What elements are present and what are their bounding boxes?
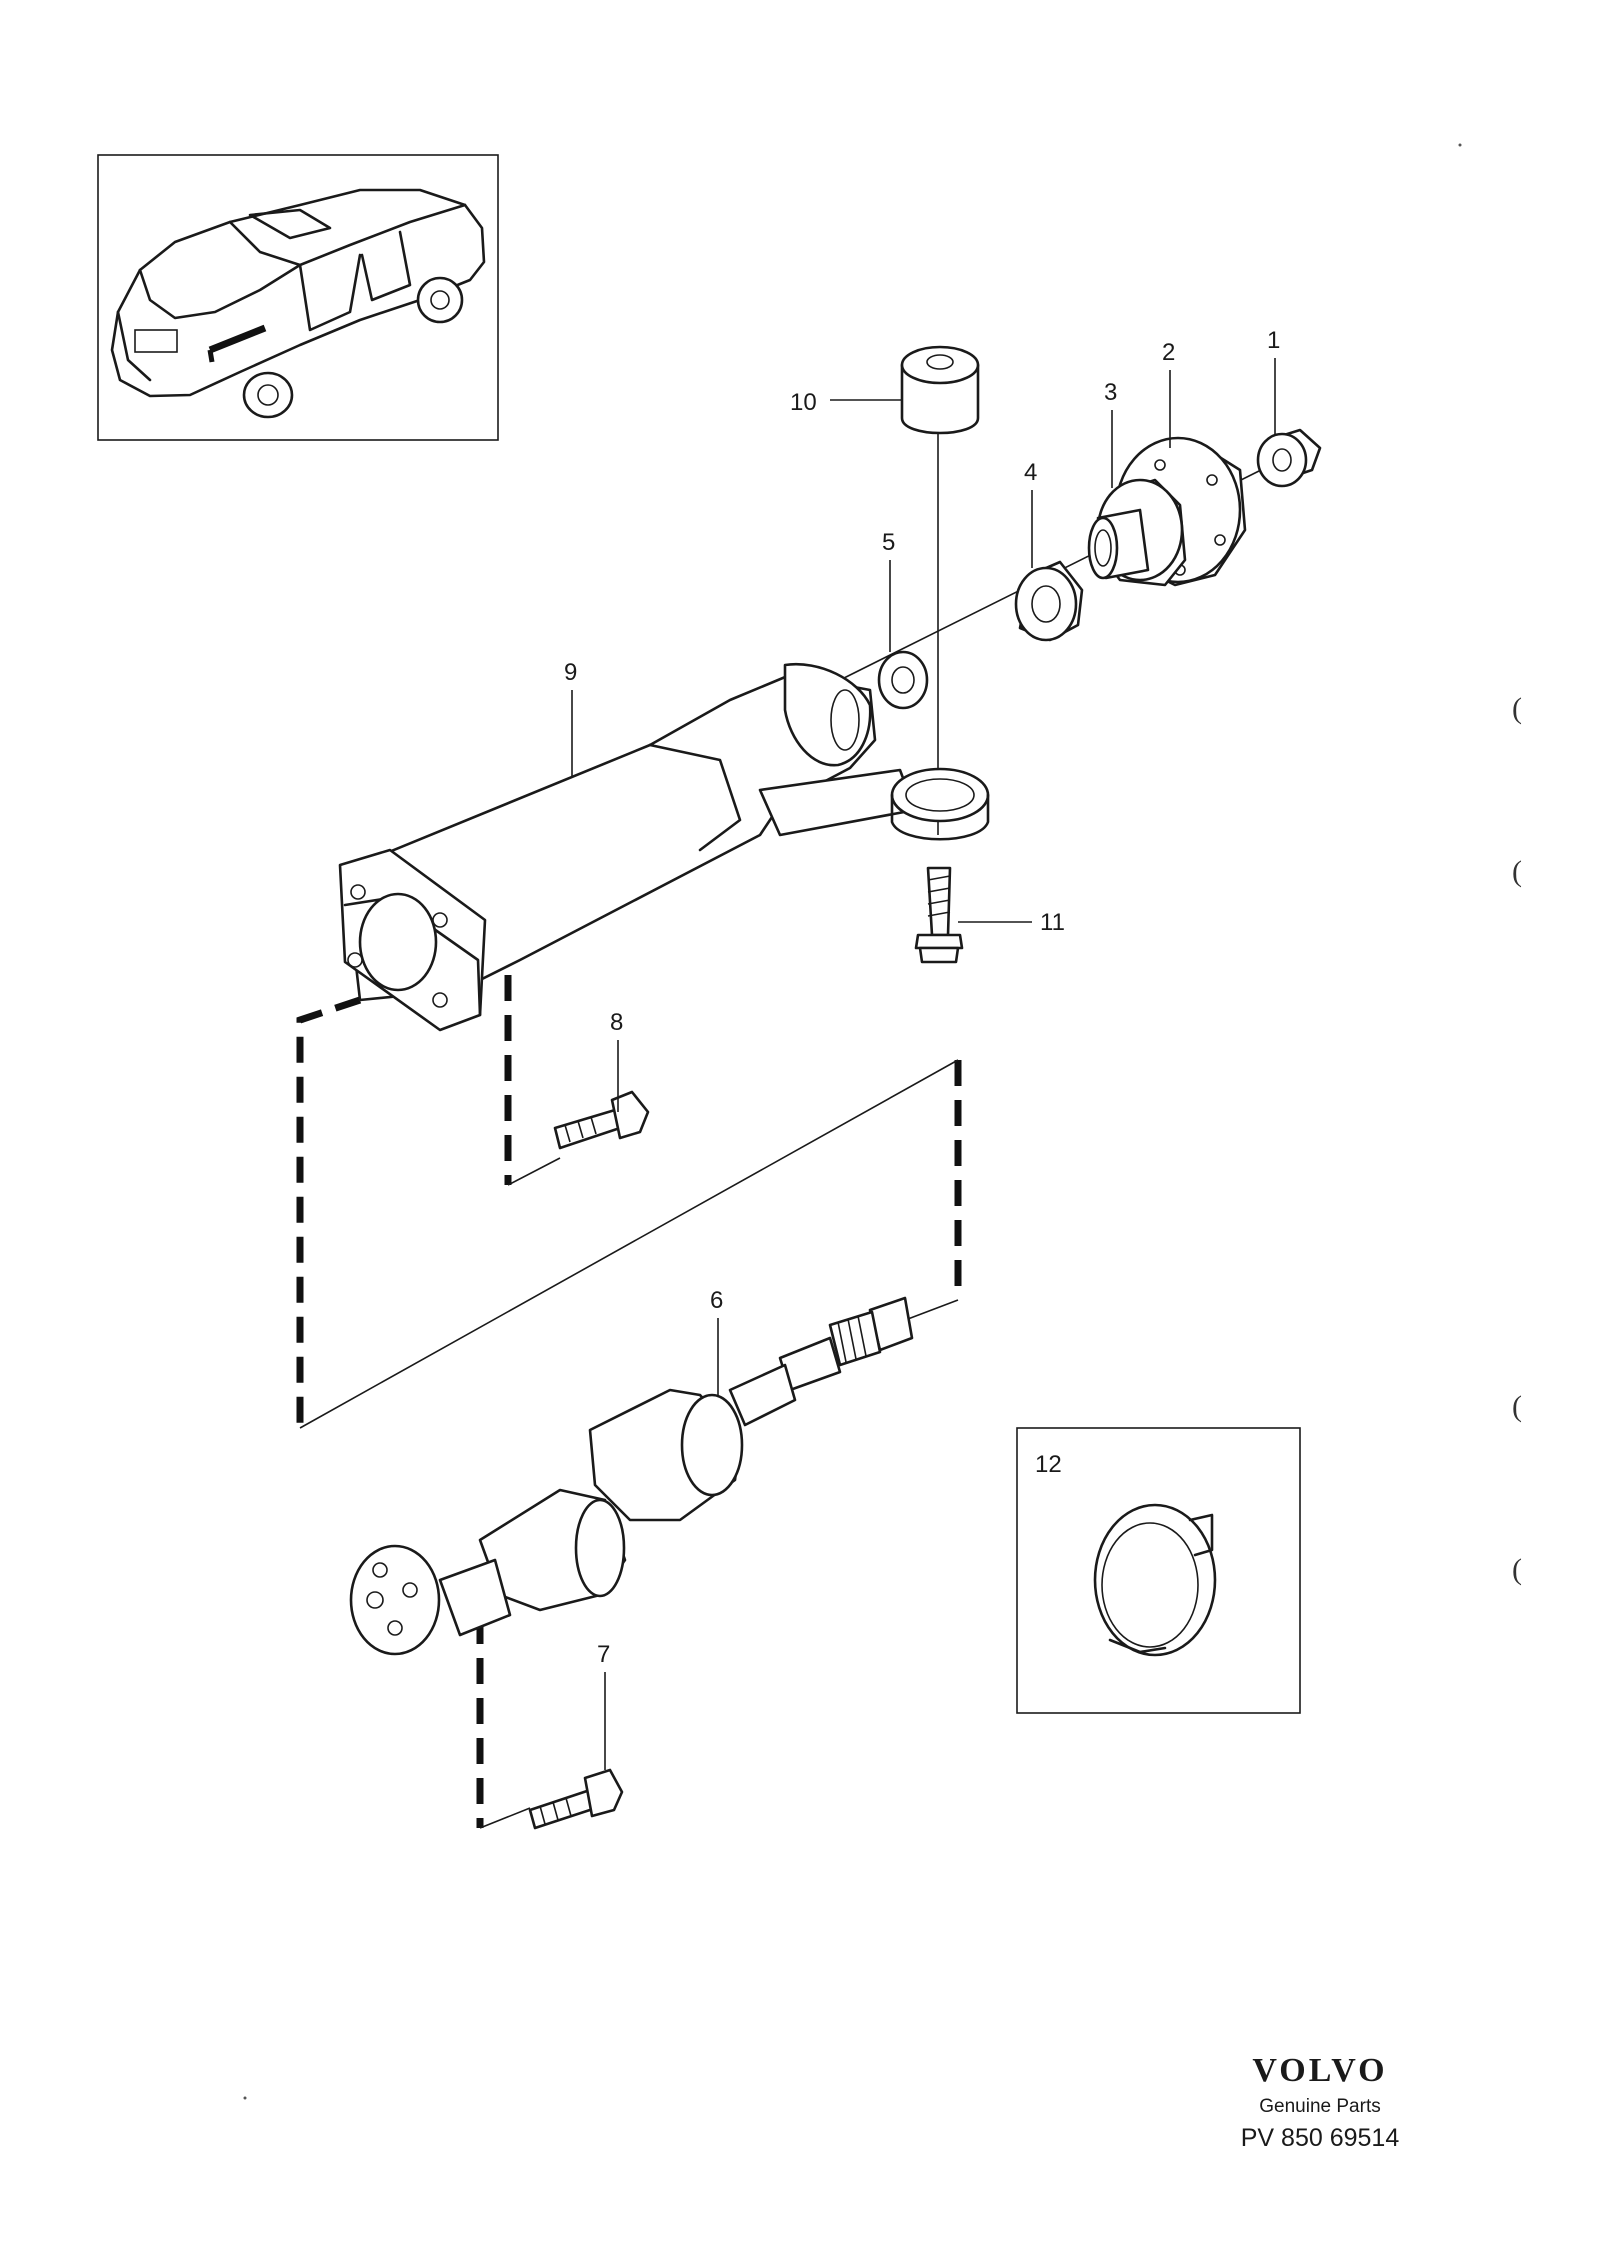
margin-mark: ( (1512, 692, 1522, 725)
part-12-inset (1016, 1427, 1301, 1714)
callout-12: 12 (1035, 1451, 1062, 1478)
vehicle-locator-inset (97, 154, 499, 441)
diagram-code: PV 850 69514 (1240, 2124, 1400, 2152)
callout-1: 1 (1267, 327, 1280, 354)
part-9-support-housing (338, 662, 990, 1032)
volvo-logo: VOLVO (1252, 2052, 1388, 2089)
part-4-bearing (1014, 560, 1084, 642)
callout-4: 4 (1024, 459, 1037, 486)
part-12-clamp-ring-icon (1093, 1503, 1217, 1657)
part-1-flange-bolt (1256, 428, 1322, 488)
part-8-bolt (553, 1090, 650, 1150)
margin-mark: ( (1512, 855, 1522, 888)
part-6-drive-shaft (349, 1296, 914, 1656)
callout-5: 5 (882, 529, 895, 556)
callout-2: 2 (1162, 339, 1175, 366)
part-10-rubber-bushing (900, 345, 980, 435)
part-5-seal-ring (877, 650, 929, 710)
callout-9: 9 (564, 659, 577, 686)
brand-subtitle: Genuine Parts (1259, 2096, 1381, 2117)
part-7-bolt (528, 1768, 624, 1830)
callout-7: 7 (597, 1641, 610, 1668)
part-3-drive-hub (1087, 478, 1187, 587)
callout-6: 6 (710, 1287, 723, 1314)
margin-mark: ( (1512, 1553, 1522, 1586)
stray-dot (243, 2096, 247, 2100)
part-11-bolt (914, 866, 964, 964)
callout-10: 10 (790, 389, 817, 416)
callout-8: 8 (610, 1009, 623, 1036)
car-outline-icon (110, 188, 486, 419)
margin-mark: ( (1512, 1390, 1522, 1423)
callout-11: 11 (1040, 909, 1065, 936)
callout-3: 3 (1104, 379, 1117, 406)
leader-lines (571, 358, 1276, 1770)
callout-labels: 1 2 3 4 5 6 7 8 9 10 11 12 (564, 327, 1280, 1668)
stray-dot (1458, 143, 1462, 147)
